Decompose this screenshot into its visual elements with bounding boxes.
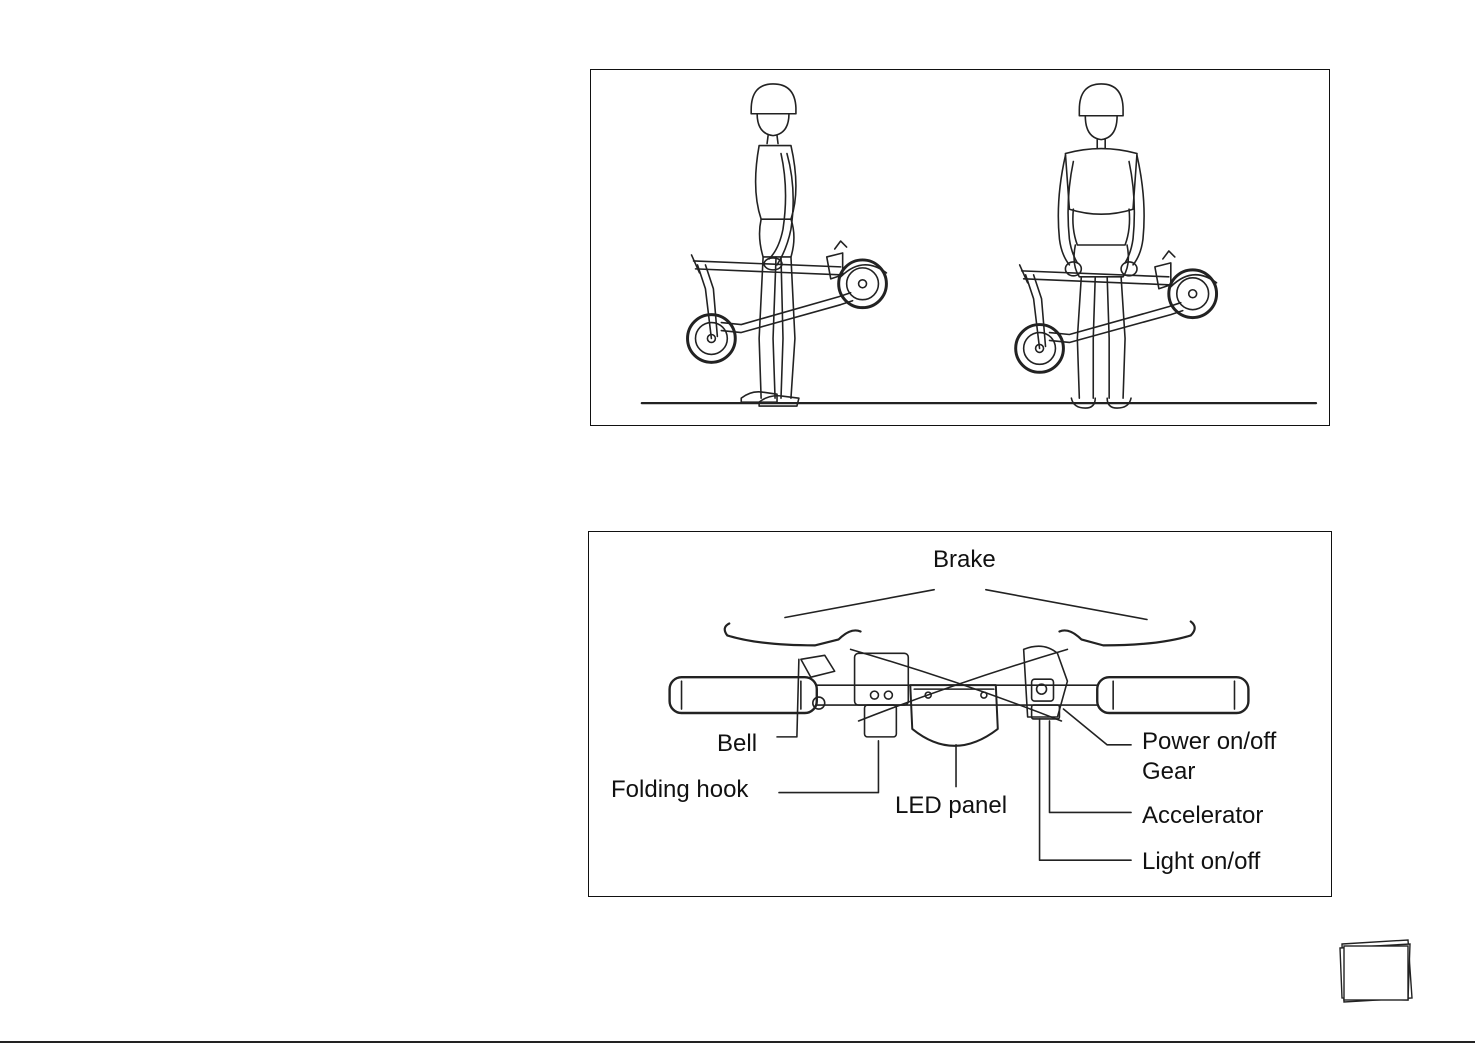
stacked-pages-icon [1336,936,1416,1006]
folded-scooter-left [688,241,887,362]
brake-pointer-right [986,590,1147,620]
grip-right [1097,677,1248,713]
leader-power [1063,709,1131,745]
bottom-rule [0,1041,1475,1043]
label-bell: Bell [717,732,757,756]
label-brake: Brake [933,548,996,572]
leader-folding-hook [779,741,878,793]
carry-illustration [590,69,1330,426]
brake-lever-left [725,623,861,645]
folding-hook-block [855,653,909,705]
label-accelerator: Accelerator [1142,804,1263,828]
leader-accelerator [1050,721,1132,812]
bell-part [801,655,835,677]
brake-lever-right [1059,622,1194,646]
grip-left [670,677,817,713]
folded-scooter-right [1016,251,1217,372]
label-gear: Gear [1142,760,1195,784]
label-folding-hook: Folding hook [611,778,748,802]
leader-bell [777,659,799,737]
front-view-person [1058,84,1144,408]
carry-drawing [591,70,1329,425]
label-led-panel: LED panel [895,794,1007,818]
label-light: Light on/off [1142,850,1260,874]
brake-pointer-left [785,590,934,618]
throttle-block [1024,646,1068,717]
leader-light [1040,719,1131,860]
handlebar-drawing [589,532,1331,896]
handlebar-diagram: Brake Bell Folding hook LED panel Power … [588,531,1332,897]
label-power: Power on/off [1142,730,1276,754]
led-panel-shape [910,685,998,746]
side-view-person [741,84,799,406]
